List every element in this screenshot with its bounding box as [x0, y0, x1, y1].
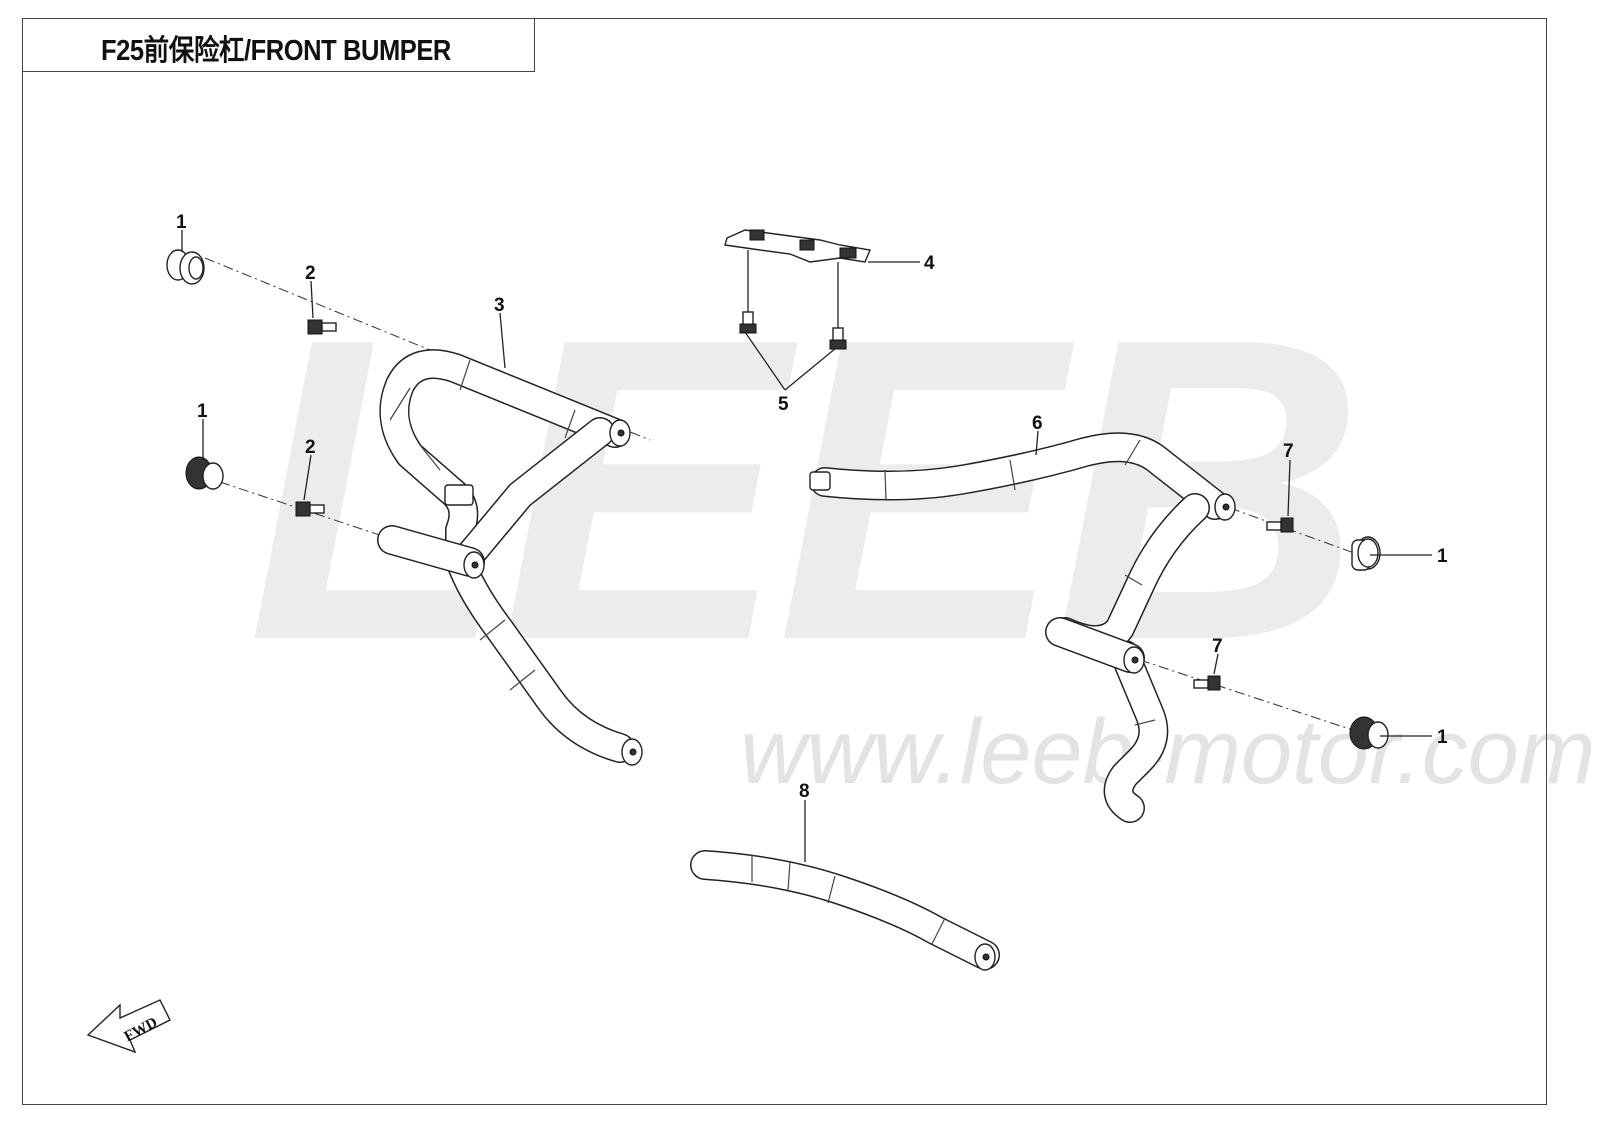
- callout-1-lower-left: 1: [197, 401, 208, 422]
- part-5-bolts: [739, 311, 847, 350]
- callout-2-lower-left: 2: [305, 437, 316, 458]
- part-6-right-bumper-tube: [809, 432, 1236, 823]
- watermark-url: www.leeb-motor.com: [740, 701, 1596, 803]
- part-8-lower-tube: [690, 850, 1000, 971]
- title-box: F25前保险杠/FRONT BUMPER: [22, 18, 535, 72]
- part-3-left-bumper-tube: [377, 349, 643, 766]
- part-1-end-caps: [166, 249, 1389, 750]
- callout-1-upper-left: 1: [176, 212, 187, 233]
- callout-4: 4: [924, 253, 935, 274]
- callout-7-upper-right: 7: [1283, 441, 1294, 462]
- callout-7-lower-right: 7: [1212, 636, 1223, 657]
- callout-6: 6: [1032, 413, 1043, 434]
- callout-5: 5: [778, 394, 789, 415]
- part-7-bolts: [1193, 517, 1294, 691]
- axis-line-lower-right: [1139, 659, 1369, 736]
- callout-1-lower-right: 1: [1437, 727, 1448, 748]
- callout-2-upper-left: 2: [305, 263, 316, 284]
- axis-line-upper-right: [1229, 507, 1369, 559]
- callout-1-upper-right: 1: [1437, 546, 1448, 567]
- fwd-arrow-icon: FWD: [86, 999, 171, 1054]
- callout-8: 8: [799, 781, 810, 802]
- diagram-frame: [22, 18, 1547, 1105]
- callout-3: 3: [494, 295, 505, 316]
- part-2-bolts: [295, 319, 337, 517]
- page-title: F25前保险杠/FRONT BUMPER: [101, 35, 451, 67]
- part-4-mounting-bracket: [724, 229, 871, 330]
- axis-line-lower-left: [219, 481, 471, 566]
- leader-lines: [181, 230, 1432, 862]
